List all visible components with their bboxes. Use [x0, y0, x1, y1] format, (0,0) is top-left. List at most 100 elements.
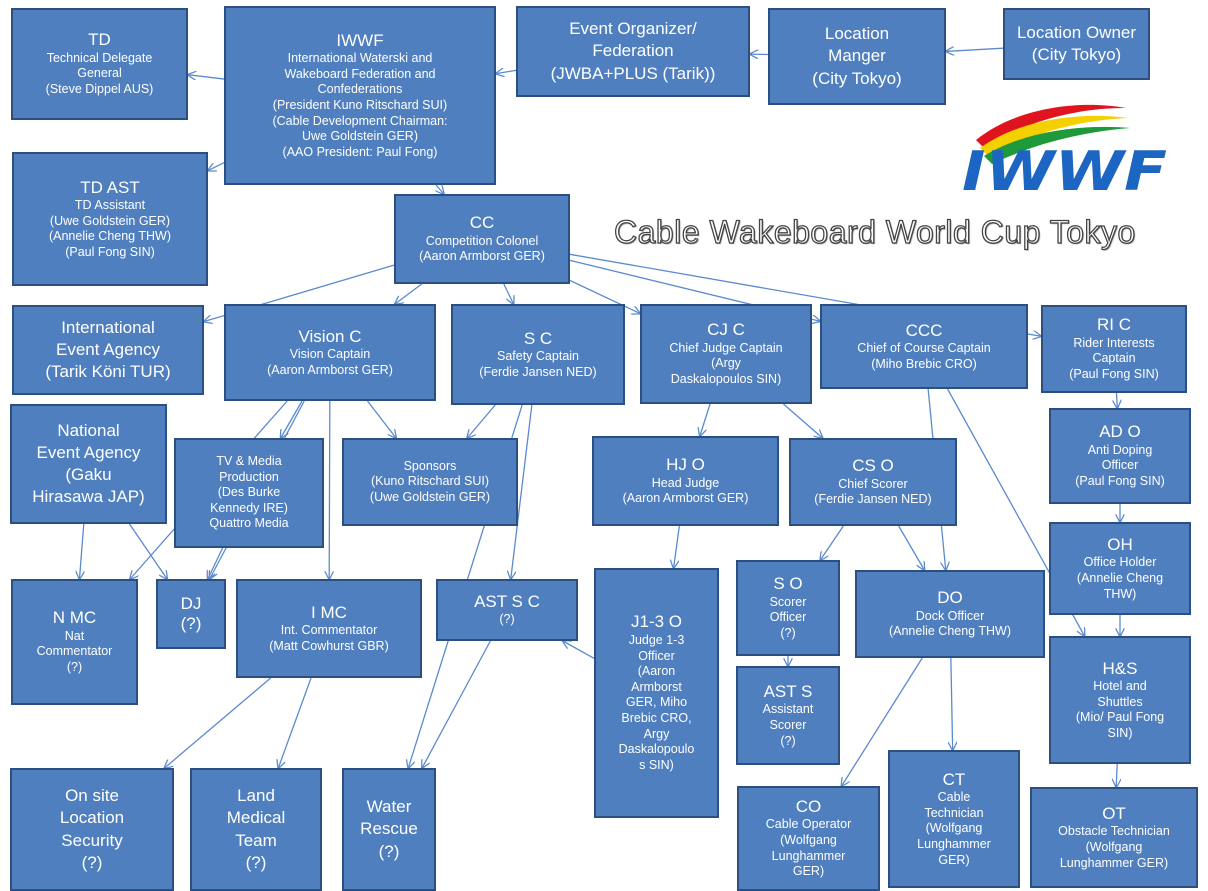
sponsors-node[interactable]: Sponsors (Kuno Ritschard SUI) (Uwe Golds…: [342, 438, 518, 526]
node-detail: GER): [792, 864, 825, 879]
iwwf-logo-text: IWWF: [962, 140, 1167, 197]
node-detail: Event Agency: [56, 339, 160, 359]
node-detail: Assistant: [762, 702, 814, 717]
judge-officers-node[interactable]: J1-3 O Judge 1-3 Officer (Aaron Armborst…: [594, 568, 719, 818]
node-detail: (Annelie Cheng THW): [888, 624, 1012, 639]
node-title: N MC: [52, 608, 97, 628]
chief-judge-captain-node[interactable]: CJ C Chief Judge Captain (Argy Daskalopo…: [640, 304, 812, 404]
node-detail: (?): [499, 612, 515, 627]
chief-scorer-node[interactable]: CS O Chief Scorer (Ferdie Jansen NED): [789, 438, 957, 526]
node-detail: Location: [59, 808, 125, 828]
iwwf-node[interactable]: IWWF International Waterski and Wakeboar…: [224, 6, 496, 185]
node-detail: (Tarik Köni TUR): [45, 362, 171, 382]
node-detail: Rider Interests: [1073, 335, 1155, 350]
node-detail: (Steve Dippel AUS): [45, 82, 154, 96]
node-detail: Hotel and: [1093, 678, 1147, 693]
node-detail: (Argy: [711, 356, 741, 371]
hotel-shuttles-node[interactable]: H&S Hotel and Shuttles (Mio/ Paul Fong S…: [1049, 636, 1191, 764]
node-detail: (Aaron Armborst GER): [622, 491, 749, 506]
tv-media-production-node[interactable]: TV & Media Production (Des Burke Kennedy…: [174, 438, 324, 548]
safety-captain-node[interactable]: S C Safety Captain (Ferdie Jansen NED): [451, 304, 625, 405]
connector-lo-lm: [946, 48, 1004, 51]
assistant-scorer-node[interactable]: AST S Assistant Scorer (?): [736, 666, 840, 765]
node-detail: Lunghammer GER): [1059, 855, 1169, 870]
node-detail: (Annelie Cheng THW): [48, 229, 172, 244]
node-title: AD O: [1099, 422, 1141, 442]
node-detail: Security: [61, 830, 123, 850]
national-event-agency-node[interactable]: National Event Agency (Gaku Hirasawa JAP…: [10, 404, 167, 524]
node-detail: (Uwe Goldstein GER): [369, 489, 491, 504]
node-title: AST S: [763, 681, 813, 701]
location-owner-node[interactable]: Location Owner (City Tokyo): [1003, 8, 1150, 80]
scorer-officer-node[interactable]: S O Scorer Officer (?): [736, 560, 840, 656]
node-title: TD: [88, 30, 111, 50]
node-detail: Technician: [924, 805, 984, 820]
node-title: CJ C: [707, 320, 745, 340]
node-detail: On site: [65, 786, 119, 806]
node-detail: (Ferdie Jansen NED): [814, 492, 932, 507]
connector-sc-spon: [467, 404, 496, 438]
node-detail: (Annelie Cheng: [1076, 570, 1164, 585]
node-detail: Quattro Media: [209, 516, 289, 531]
event-organizer-node[interactable]: Event Organizer/ Federation (JWBA+PLUS (…: [516, 6, 750, 97]
node-detail: Cable Operator: [765, 817, 852, 832]
water-rescue-node[interactable]: Water Rescue (?): [342, 768, 436, 891]
node-detail: (Matt Cowhurst GBR): [269, 638, 389, 653]
connector-imc-osls: [165, 677, 272, 768]
connector-eo-iwwf: [496, 70, 517, 73]
node-title: H&S: [1102, 658, 1138, 678]
cable-operator-node[interactable]: CO Cable Operator (Wolfgang Lunghammer G…: [737, 786, 880, 891]
office-holder-node[interactable]: OH Office Holder (Annelie Cheng THW): [1049, 522, 1191, 615]
node-detail: Head Judge: [651, 475, 720, 490]
node-detail: Event Agency: [36, 442, 141, 462]
node-title: OH: [1107, 534, 1133, 554]
assistant-safety-captain-node[interactable]: AST S C (?): [436, 579, 578, 641]
international-commentator-node[interactable]: I MC Int. Commentator (Matt Cowhurst GBR…: [236, 579, 422, 678]
node-detail: (Wolfgang: [1085, 839, 1143, 854]
land-medical-team-node[interactable]: Land Medical Team (?): [190, 768, 322, 891]
td-node[interactable]: TD Technical Delegate General (Steve Dip…: [11, 8, 188, 120]
node-title: S O: [773, 574, 803, 594]
node-detail: (?): [378, 841, 400, 861]
cable-technician-node[interactable]: CT Cable Technician (Wolfgang Lunghammer…: [888, 750, 1020, 888]
connector-cjc-hjo: [700, 403, 711, 436]
node-detail: Confederations: [317, 82, 403, 97]
node-detail: Chief of Course Captain: [857, 341, 991, 356]
node-detail: Commentator: [36, 644, 113, 659]
chief-of-course-captain-node[interactable]: CCC Chief of Course Captain (Miho Brebic…: [820, 304, 1028, 389]
td-assistant-node[interactable]: TD AST TD Assistant (Uwe Goldstein GER) …: [12, 152, 208, 286]
node-title: CC: [469, 213, 495, 233]
node-detail: Lunghammer: [917, 837, 991, 851]
vision-captain-node[interactable]: Vision C Vision Captain (Aaron Armborst …: [224, 304, 436, 401]
node-detail: Event Organizer/: [569, 19, 697, 39]
node-detail: (City Tokyo): [812, 68, 902, 88]
node-detail: Chief Scorer: [838, 476, 908, 491]
node-detail: International: [61, 317, 155, 337]
onsite-location-security-node[interactable]: On site Location Security (?): [10, 768, 174, 891]
national-commentator-node[interactable]: N MC Nat Commentator (?): [11, 579, 138, 705]
node-detail: Manger: [828, 46, 886, 66]
connector-nea-nmc: [79, 523, 83, 579]
node-detail: Officer: [769, 610, 807, 625]
node-detail: Daskalopoulos SIN): [670, 372, 782, 386]
node-detail: General: [77, 66, 122, 81]
competition-colonel-node[interactable]: CC Competition Colonel (Aaron Armborst G…: [394, 194, 570, 284]
dock-officer-node[interactable]: DO Dock Officer (Annelie Cheng THW): [855, 570, 1045, 658]
dj-node[interactable]: DJ (?): [156, 579, 226, 649]
anti-doping-officer-node[interactable]: AD O Anti Doping Officer (Paul Fong SIN): [1049, 408, 1191, 504]
obstacle-technician-node[interactable]: OT Obstacle Technician (Wolfgang Lungham…: [1030, 787, 1198, 888]
node-detail: (Kuno Ritschard SUI): [370, 474, 490, 489]
node-detail: Dock Officer: [915, 608, 985, 623]
head-judge-node[interactable]: HJ O Head Judge (Aaron Armborst GER): [592, 436, 779, 526]
node-title: CS O: [852, 456, 894, 476]
rider-interests-captain-node[interactable]: RI C Rider Interests Captain (Paul Fong …: [1041, 305, 1187, 393]
node-detail: (Ferdie Jansen NED): [479, 364, 597, 379]
international-event-agency-node[interactable]: International Event Agency (Tarik Köni T…: [12, 305, 204, 395]
node-title: CO: [795, 797, 822, 817]
node-detail: (Wolfgang: [780, 833, 837, 848]
node-detail: (Uwe Goldstein GER): [49, 213, 171, 228]
location-manager-node[interactable]: Location Manger (City Tokyo): [768, 8, 946, 105]
node-detail: Int. Commentator: [280, 623, 378, 638]
connector-cc-cjc: [569, 279, 640, 313]
connector-j13-astsc: [563, 641, 595, 659]
